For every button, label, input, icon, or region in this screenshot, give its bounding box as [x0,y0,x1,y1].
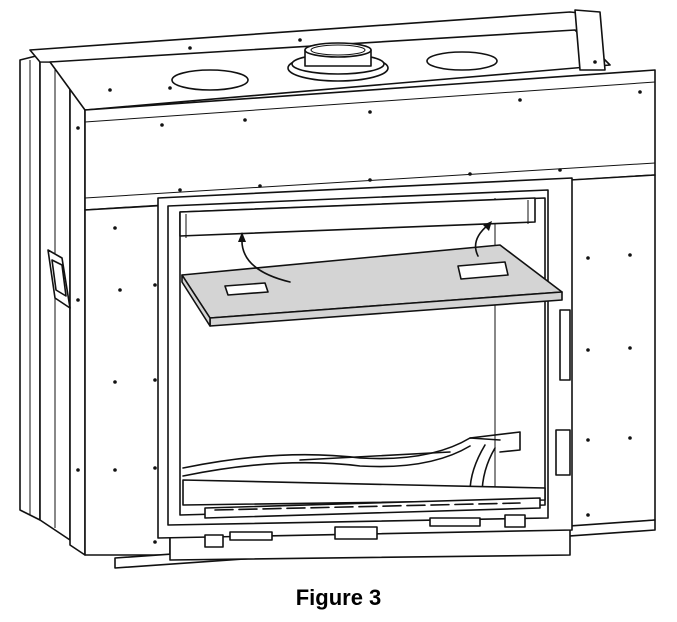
screw-dots [76,38,642,544]
airflow-arrow-left [238,232,291,283]
left-side-bracket [47,249,71,309]
burner-assembly [182,431,546,519]
figure-caption: Figure 3 [295,585,382,610]
airflow-arrow-right [474,221,492,257]
top-vent-left [171,69,249,91]
left-side-frame [19,51,86,556]
top-vent-right [426,51,498,71]
top-vent-center-collar [287,42,389,82]
right-side-details [555,309,571,476]
right-front-panel [569,174,656,529]
baffle-slot-left [224,282,269,296]
baffle-plate [181,244,563,327]
fireplace-diagram [19,9,656,569]
bottom-louver [204,514,526,548]
baffle-slot-right [457,261,509,280]
